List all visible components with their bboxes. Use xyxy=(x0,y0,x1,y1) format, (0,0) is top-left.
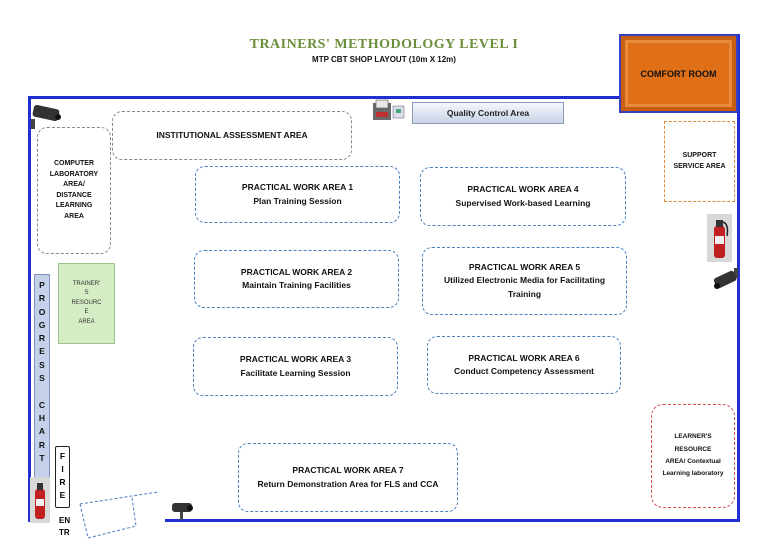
institutional-assessment-label: INSTITUTIONAL ASSESSMENT AREA xyxy=(156,129,308,140)
cctv-camera-icon xyxy=(170,500,196,520)
learner-resource-line: AREA/ Contextual xyxy=(665,458,721,465)
practical-work-area-5: PRACTICAL WORK AREA 5 Utilized Electroni… xyxy=(422,247,627,315)
wall-right xyxy=(737,34,740,522)
work-area-desc: Facilitate Learning Session xyxy=(240,367,351,378)
learner-resource-line: Learning laboratory xyxy=(662,470,724,478)
practical-work-area-2: PRACTICAL WORK AREA 2 Maintain Training … xyxy=(194,250,399,308)
work-area-title: PRACTICAL WORK AREA 6 xyxy=(468,352,580,363)
fire-extinguisher-icon xyxy=(30,477,50,523)
work-area-title: PRACTICAL WORK AREA 5 xyxy=(468,262,581,273)
work-area-title: PRACTICAL WORK AREA 4 xyxy=(467,184,579,195)
fire-label: F I R E xyxy=(59,451,66,500)
computer-lab-line: COMPUTER xyxy=(53,160,95,167)
learner-resource-line: LEARNER'S RESOURCE xyxy=(674,433,712,453)
fire-exit-sign: F I R E xyxy=(55,446,70,508)
work-area-desc: Supervised Work-based Learning xyxy=(455,197,591,208)
work-area-title: PRACTICAL WORK AREA 1 xyxy=(241,182,354,193)
work-area-desc: Return Demonstration Area for FLS and CC… xyxy=(257,478,439,489)
wall-bottom xyxy=(165,519,740,522)
work-area-desc: Utilized Electronic Media for Facilitati… xyxy=(443,275,606,299)
progress-chart-label: P R O G R E S S C H A R T xyxy=(38,280,46,463)
trainer-resource-line: TRAINER' xyxy=(72,280,101,287)
work-area-desc: Conduct Competency Assessment xyxy=(454,366,594,376)
wall-left xyxy=(28,96,31,522)
computer-laboratory-area: COMPUTER LABORATORY AREA/ DISTANCE LEARN… xyxy=(37,127,111,254)
wall-top xyxy=(28,96,620,99)
computer-lab-line: AREA/ xyxy=(63,181,85,188)
support-line: SERVICE AREA xyxy=(673,162,726,170)
printer-icon xyxy=(372,98,406,122)
computer-lab-line: LABORATORY xyxy=(49,170,99,178)
cctv-camera-icon xyxy=(29,103,65,129)
work-area-title: PRACTICAL WORK AREA 2 xyxy=(240,266,353,277)
work-area-title: PRACTICAL WORK AREA 3 xyxy=(239,354,352,365)
computer-lab-line: LEARNING xyxy=(55,202,93,209)
practical-work-area-6: PRACTICAL WORK AREA 6 Conduct Competency… xyxy=(427,336,621,394)
work-area-title: PRACTICAL WORK AREA 7 xyxy=(292,465,404,476)
quality-control-area: Quality Control Area xyxy=(412,102,564,124)
practical-work-area-4: PRACTICAL WORK AREA 4 Supervised Work-ba… xyxy=(420,167,626,226)
progress-chart: P R O G R E S S C H A R T xyxy=(34,274,50,522)
trainer-resource-area: TRAINER' S RESOURC E AREA xyxy=(58,263,115,344)
page-subtitle: MTP CBT SHOP LAYOUT (10m X 12m) xyxy=(312,55,456,64)
work-area-desc: Maintain Training Facilities xyxy=(242,280,351,290)
cctv-camera-icon xyxy=(712,266,740,294)
computer-lab-line: DISTANCE xyxy=(56,191,92,199)
page-title: TRAINERS' METHODOLOGY LEVEL I xyxy=(249,37,519,52)
practical-work-area-3: PRACTICAL WORK AREA 3 Facilitate Learnin… xyxy=(193,337,398,396)
trainer-resource-line: E xyxy=(84,309,89,316)
comfort-room: COMFORT ROOM xyxy=(619,34,738,113)
entrance-label: EN TR xyxy=(59,516,71,537)
trainer-resource-line: AREA xyxy=(78,318,95,325)
work-area-desc: Plan Training Session xyxy=(253,195,342,206)
entrance-door xyxy=(74,490,164,540)
institutional-assessment-area: INSTITUTIONAL ASSESSMENT AREA xyxy=(112,111,352,160)
support-line: SUPPORT xyxy=(682,151,717,159)
support-service-area: SUPPORT SERVICE AREA xyxy=(664,121,735,202)
learner-resource-area: LEARNER'S RESOURCE AREA/ Contextual Lear… xyxy=(651,404,735,508)
fire-extinguisher-icon xyxy=(707,214,732,262)
computer-lab-line: AREA xyxy=(64,212,84,220)
practical-work-area-7: PRACTICAL WORK AREA 7 Return Demonstrati… xyxy=(238,443,458,512)
practical-work-area-1: PRACTICAL WORK AREA 1 Plan Training Sess… xyxy=(195,166,400,223)
trainer-resource-line: S xyxy=(84,290,89,297)
trainer-resource-line: RESOURC xyxy=(71,299,102,306)
